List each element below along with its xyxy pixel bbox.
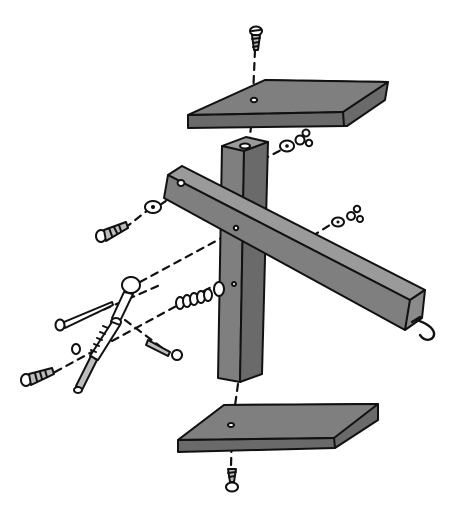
bottom-plate-hole <box>227 422 235 428</box>
guide-bottom-left-screw <box>53 283 217 374</box>
screw-bottom <box>225 468 239 493</box>
top-plate <box>187 79 389 129</box>
diagonal-beam <box>163 165 426 331</box>
washer-spring <box>213 281 225 297</box>
top-plate-hole <box>249 96 259 104</box>
vertical-post <box>217 136 269 383</box>
wing-nut-right <box>346 204 364 223</box>
screw-left <box>95 221 129 243</box>
coil-spring <box>175 288 213 310</box>
wing-nut-top-right <box>294 128 314 148</box>
bottom-plate <box>177 403 379 453</box>
guide-left-screw <box>123 208 150 230</box>
hook <box>410 315 436 341</box>
beam-middle-hole <box>232 224 240 232</box>
screw-bottom-left <box>20 367 55 387</box>
post-top-hole <box>239 142 251 150</box>
beam-end-hole <box>176 179 186 187</box>
long-nail <box>54 301 114 332</box>
turnbuckle-bolt <box>71 276 141 394</box>
screw-top <box>249 25 263 51</box>
screw-small-center <box>145 339 183 361</box>
post-side-hole <box>231 281 237 287</box>
